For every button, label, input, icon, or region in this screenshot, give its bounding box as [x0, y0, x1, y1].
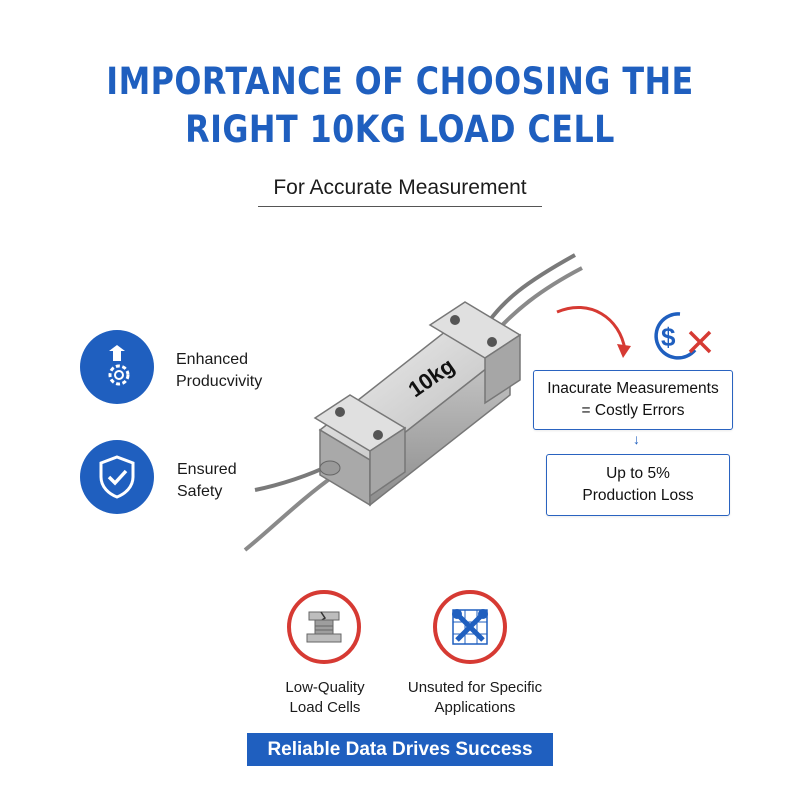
benefit-productivity-label: Enhanced Producvivity: [176, 351, 263, 390]
cable-bottom-2: [243, 473, 337, 552]
problem-low-quality-label: Low-Quality Load Cells: [285, 679, 365, 716]
dollar-cross-icon: $: [654, 312, 712, 360]
benefit-safety-label: Ensured Safety: [177, 461, 237, 500]
tools-blueprint-icon: [433, 590, 507, 664]
down-arrow-icon: ↓: [633, 431, 640, 447]
tagline-banner: Reliable Data Drives Success: [247, 733, 553, 766]
svg-text:$: $: [661, 322, 676, 352]
broken-load-cell-icon: [287, 590, 361, 664]
subtitle: For Accurate Measurement: [258, 176, 542, 207]
title-line-1: IMPORTANCE OF CHOOSING THE: [106, 60, 694, 103]
shield-check-icon: [80, 440, 154, 514]
title-line-2: RIGHT 10KG LOAD CELL: [185, 108, 615, 151]
productivity-icon: [80, 330, 154, 404]
page-title: IMPORTANCE OF CHOOSING THE RIGHT 10KG LO…: [56, 58, 744, 154]
production-loss-box: Up to 5% Production Loss: [546, 454, 730, 516]
problem-unsuited-label: Unsuted for Specific Applications: [407, 679, 543, 716]
costly-errors-box: Inacurate Measurements = Costly Errors: [533, 370, 733, 430]
load-cell-illustration: 10kg: [243, 253, 583, 552]
curved-arrow: [556, 306, 627, 351]
risk-graphic: $: [556, 306, 712, 360]
